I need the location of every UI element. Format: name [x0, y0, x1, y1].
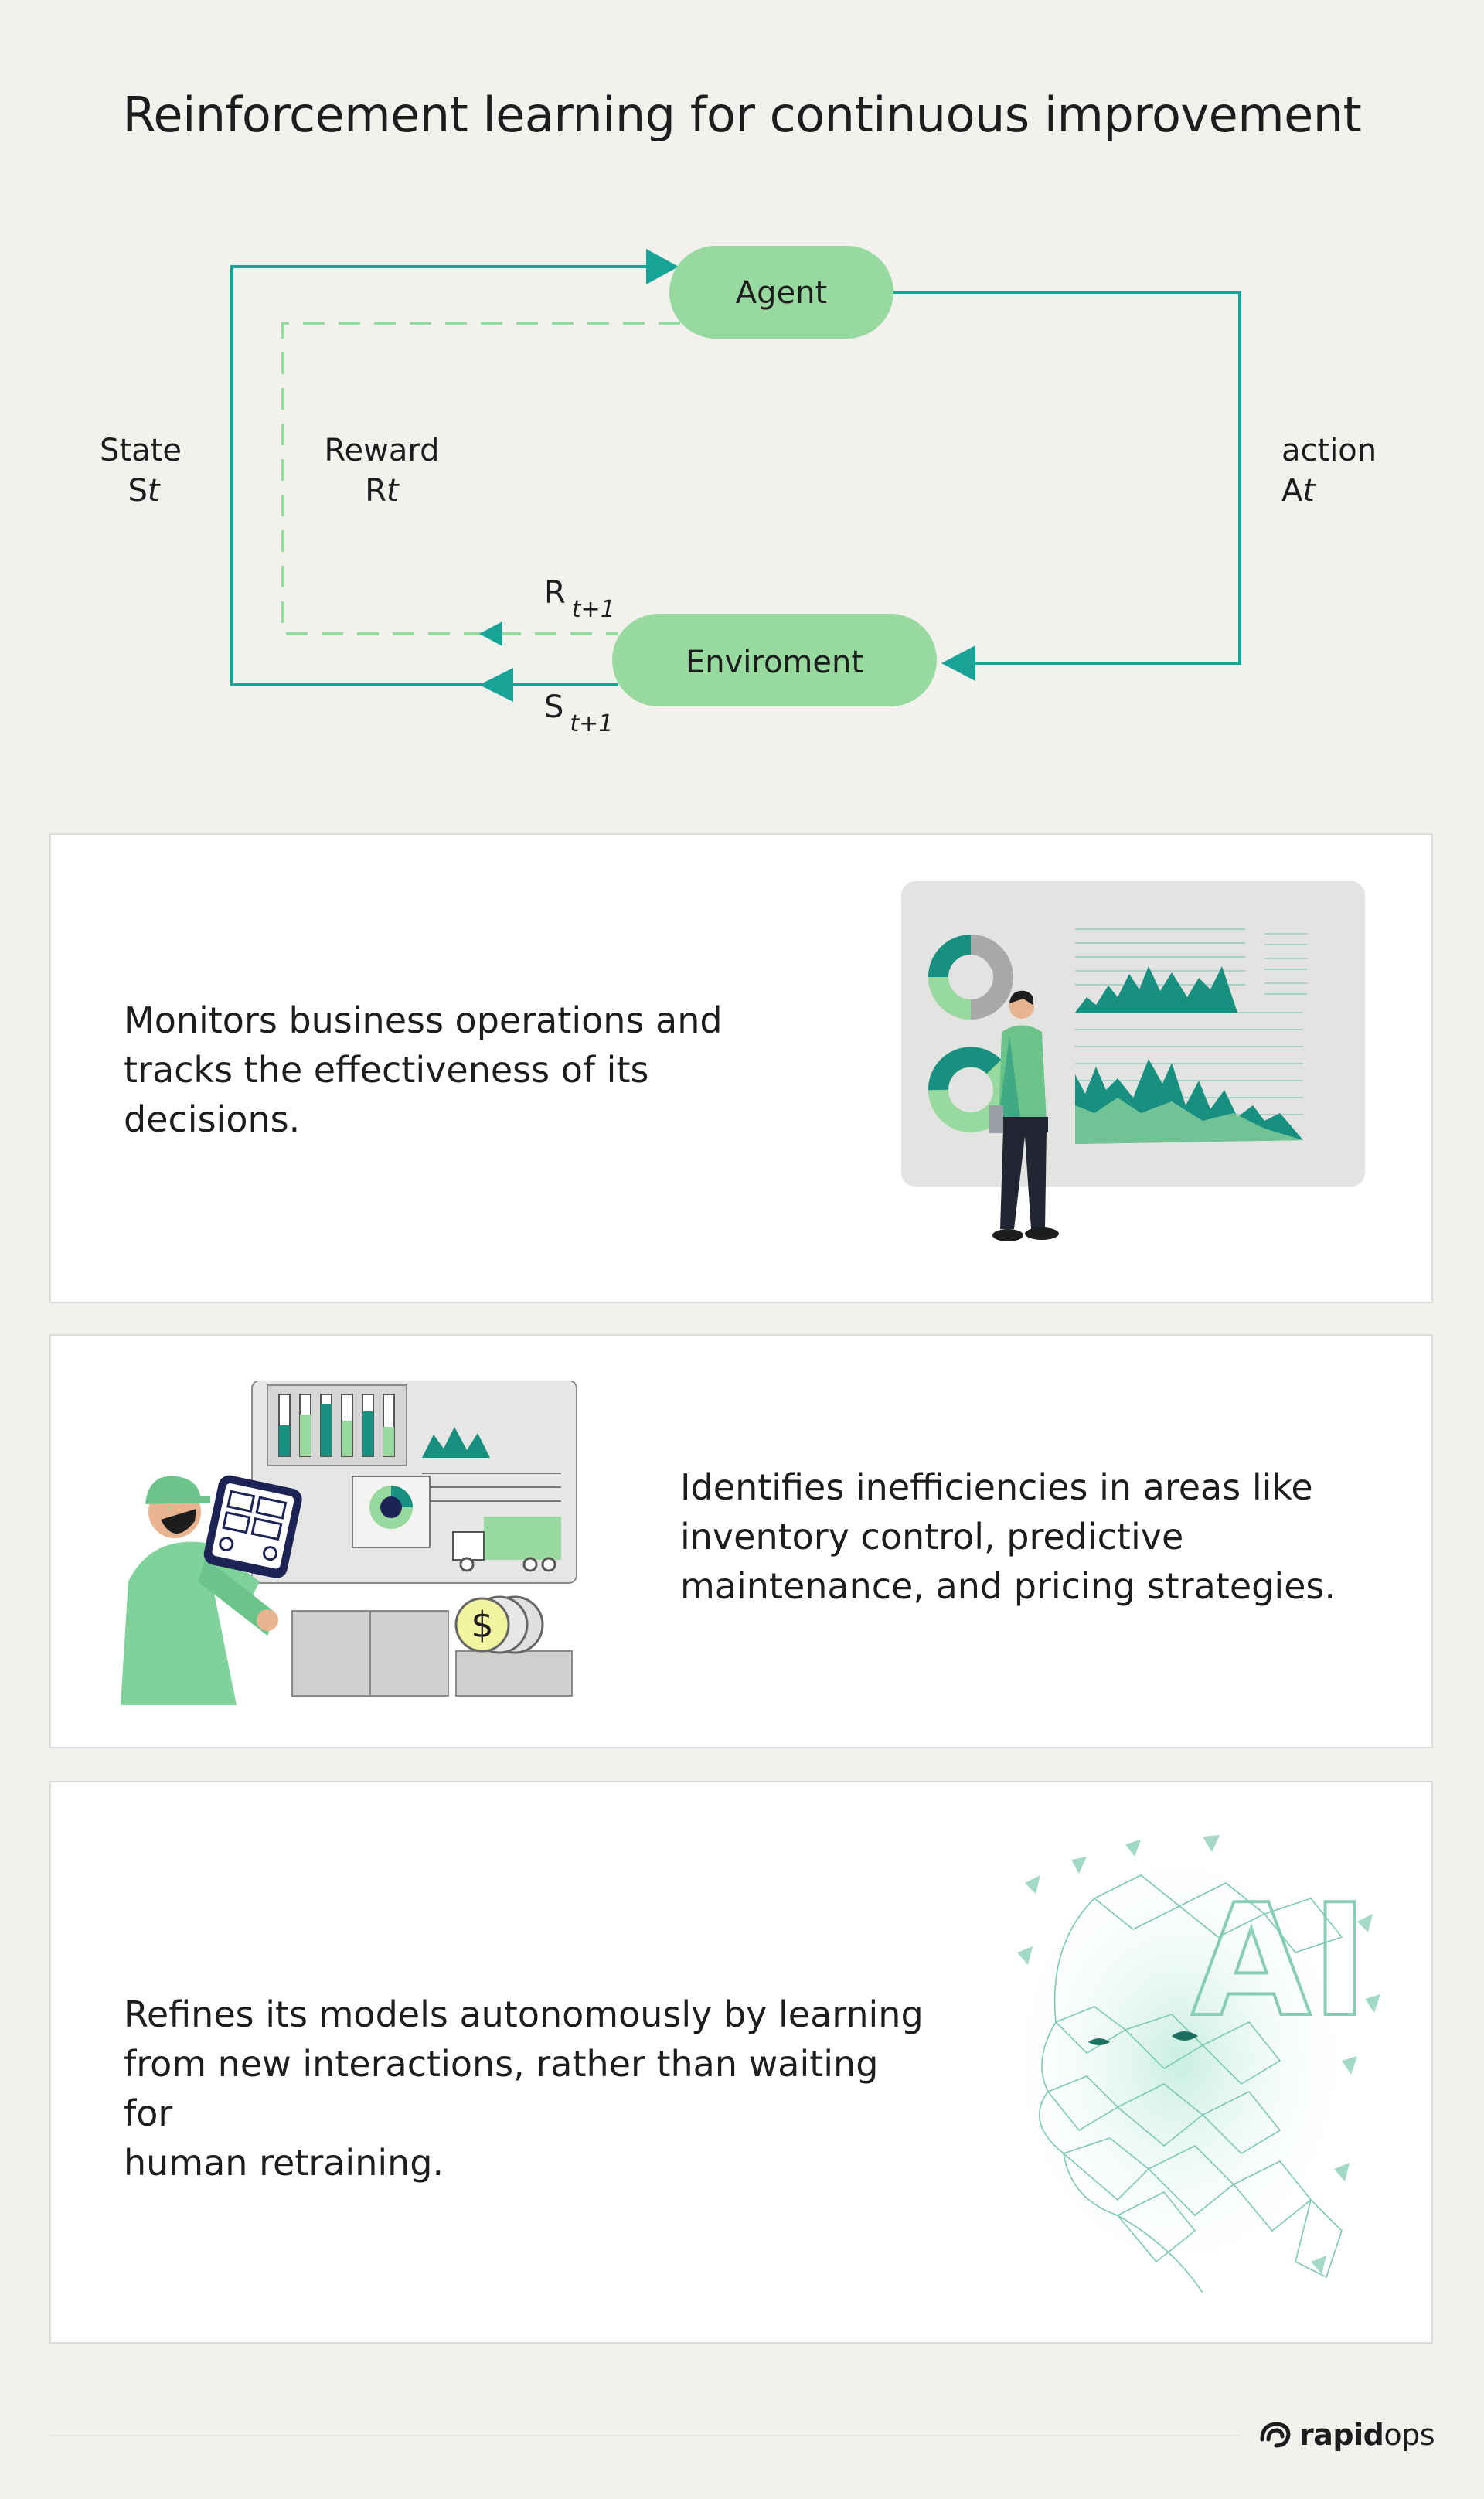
card-text-line: inventory control, predictive — [680, 1516, 1184, 1558]
card-text-line: Identifies inefficiencies in areas like — [680, 1466, 1313, 1508]
card-text-line: human retraining. — [124, 2142, 444, 2184]
card-refines: Refines its models autonomously by learn… — [49, 1781, 1433, 2344]
card-text-line: decisions. — [124, 1098, 301, 1140]
reward-symbol: Rt — [365, 473, 400, 509]
card-text: Refines its models autonomously by learn… — [124, 1990, 935, 2187]
card-monitoring: Monitors business operations and tracks … — [49, 833, 1433, 1303]
state-label: State — [100, 433, 182, 468]
action-symbol: At — [1281, 473, 1316, 509]
svg-text:$: $ — [471, 1604, 493, 1646]
state-symbol: St — [128, 473, 160, 509]
state-connector — [230, 265, 646, 686]
svg-text:AI: AI — [1191, 1871, 1368, 2051]
brand-name: rapidops — [1299, 2418, 1435, 2452]
reward-connector — [281, 322, 680, 635]
rapidops-logo-icon — [1260, 2422, 1291, 2448]
card-text-line: maintenance, and pricing strategies. — [680, 1565, 1336, 1607]
agent-label: Agent — [736, 275, 827, 311]
card-text-line: Refines its models autonomously by learn… — [124, 1993, 924, 2035]
arrow-to-environment-icon — [941, 645, 975, 681]
card-text: Identifies inefficiencies in areas like … — [680, 1462, 1376, 1611]
card-text-line: tracks the effectiveness of its — [124, 1049, 649, 1091]
page-title: Reinforcement learning for continuous im… — [122, 87, 1362, 143]
ai-face-illustration: AI — [1002, 1829, 1380, 2293]
arrow-state-next-icon — [479, 668, 513, 702]
environment-label: Enviroment — [686, 645, 863, 680]
card-text: Monitors business operations and tracks … — [124, 996, 819, 1144]
rl-loop-diagram: Agent Enviroment State St Reward Rt acti… — [100, 246, 1377, 737]
agent-node — [669, 246, 893, 339]
footer-divider — [49, 2435, 1240, 2436]
action-label: action — [1281, 433, 1377, 468]
action-connector — [889, 291, 1241, 665]
arrow-reward-next-icon — [479, 621, 502, 646]
warehouse-worker-illustration: $ — [121, 1381, 577, 1705]
brand-logo: rapidops — [1256, 2413, 1435, 2456]
arrow-to-agent-icon — [646, 249, 679, 284]
card-text-line: from new interactions, rather than waiti… — [124, 2043, 879, 2134]
environment-node — [612, 614, 937, 706]
card-text-line: Monitors business operations and — [124, 999, 723, 1041]
analytics-dashboard-illustration — [901, 881, 1365, 1241]
card-inefficiencies: $ Identifies inefficiencies in areas lik… — [49, 1334, 1433, 1748]
reward-label: Reward — [325, 433, 440, 468]
